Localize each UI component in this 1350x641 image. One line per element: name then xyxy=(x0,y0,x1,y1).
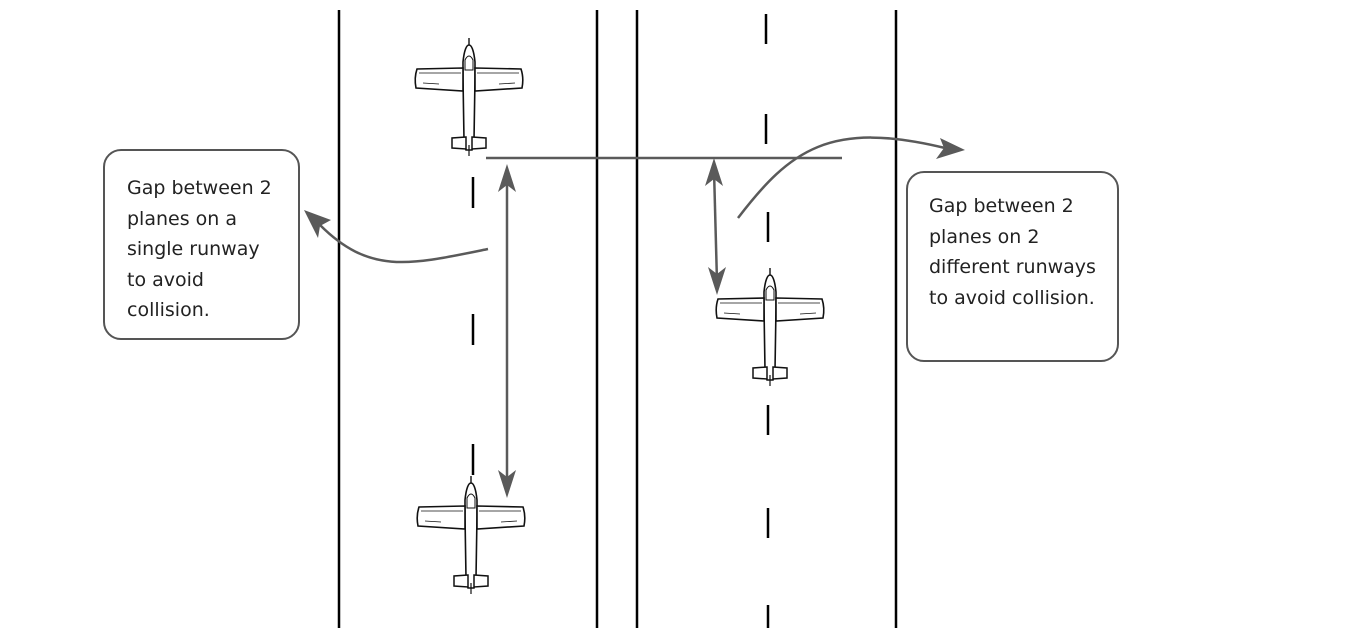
callout-two-runways-text: Gap between 2 planes on 2 different runw… xyxy=(929,195,1096,309)
runway-2-centerline xyxy=(764,14,770,628)
curved-arrow-left xyxy=(304,210,489,264)
airplane-icon xyxy=(715,267,825,387)
curved-arrow-right xyxy=(737,136,965,219)
airplane-icon xyxy=(414,37,524,157)
callout-single-runway: Gap between 2 planes on a single runway … xyxy=(103,149,300,340)
callout-two-runways: Gap between 2 planes on 2 different runw… xyxy=(906,171,1119,362)
gap-arrow-single-runway xyxy=(498,164,516,498)
gap-arrow-two-runways xyxy=(705,158,726,295)
airplane-icon xyxy=(416,475,526,595)
callout-single-runway-text: Gap between 2 planes on a single runway … xyxy=(127,177,272,321)
